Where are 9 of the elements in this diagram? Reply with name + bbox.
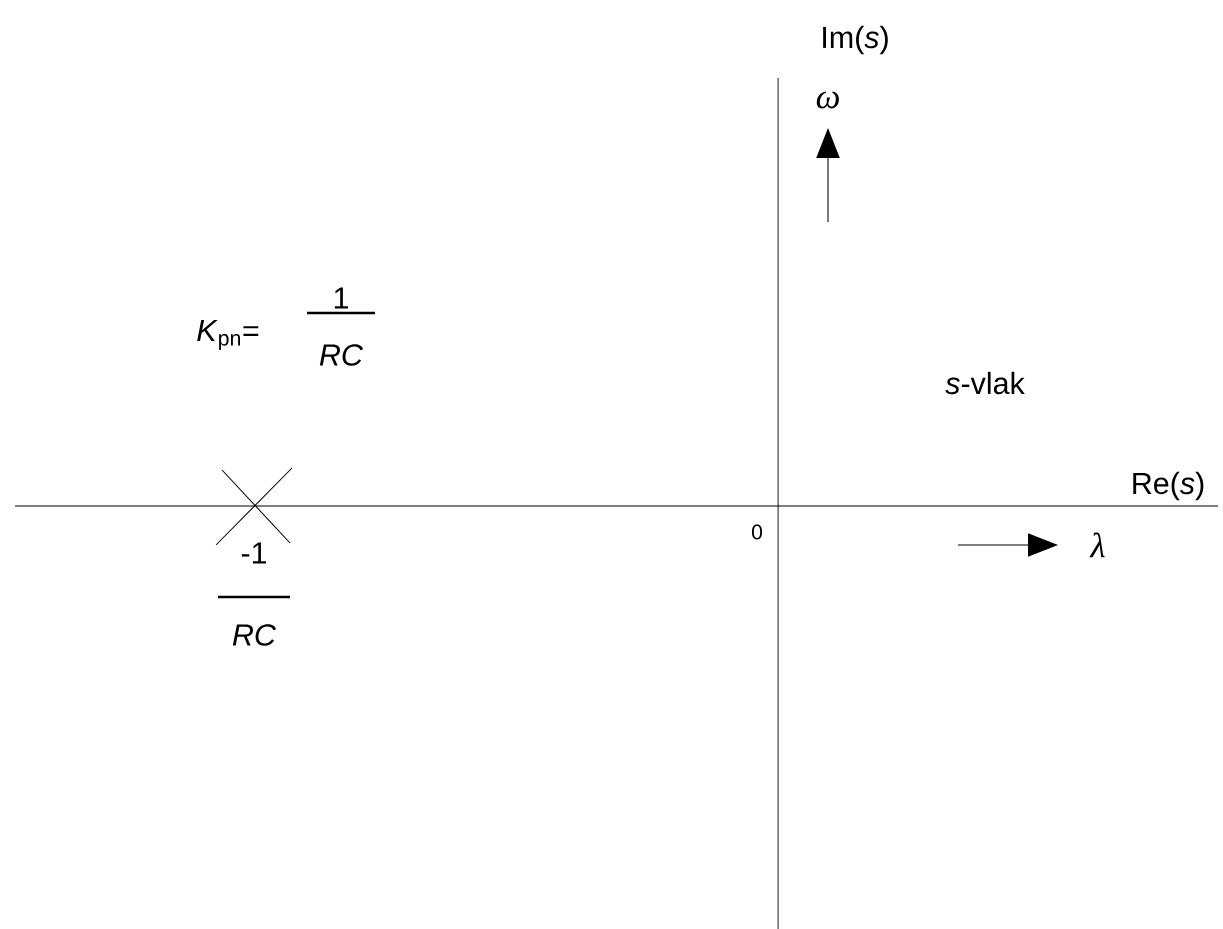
pole-label: -1 RC (232, 542, 277, 646)
plane-label: s-vlak (945, 371, 1025, 395)
axis-label: Re(s) (1133, 471, 1204, 501)
direction-symbol: λ (1089, 532, 1105, 558)
gain-label: K$_{pn}$= (197, 320, 259, 350)
axis-label: Im(s) (823, 25, 888, 55)
fraction: 1 RC (319, 287, 364, 366)
direction-symbol: ω (816, 91, 839, 109)
origin-label: 0 (751, 524, 763, 540)
